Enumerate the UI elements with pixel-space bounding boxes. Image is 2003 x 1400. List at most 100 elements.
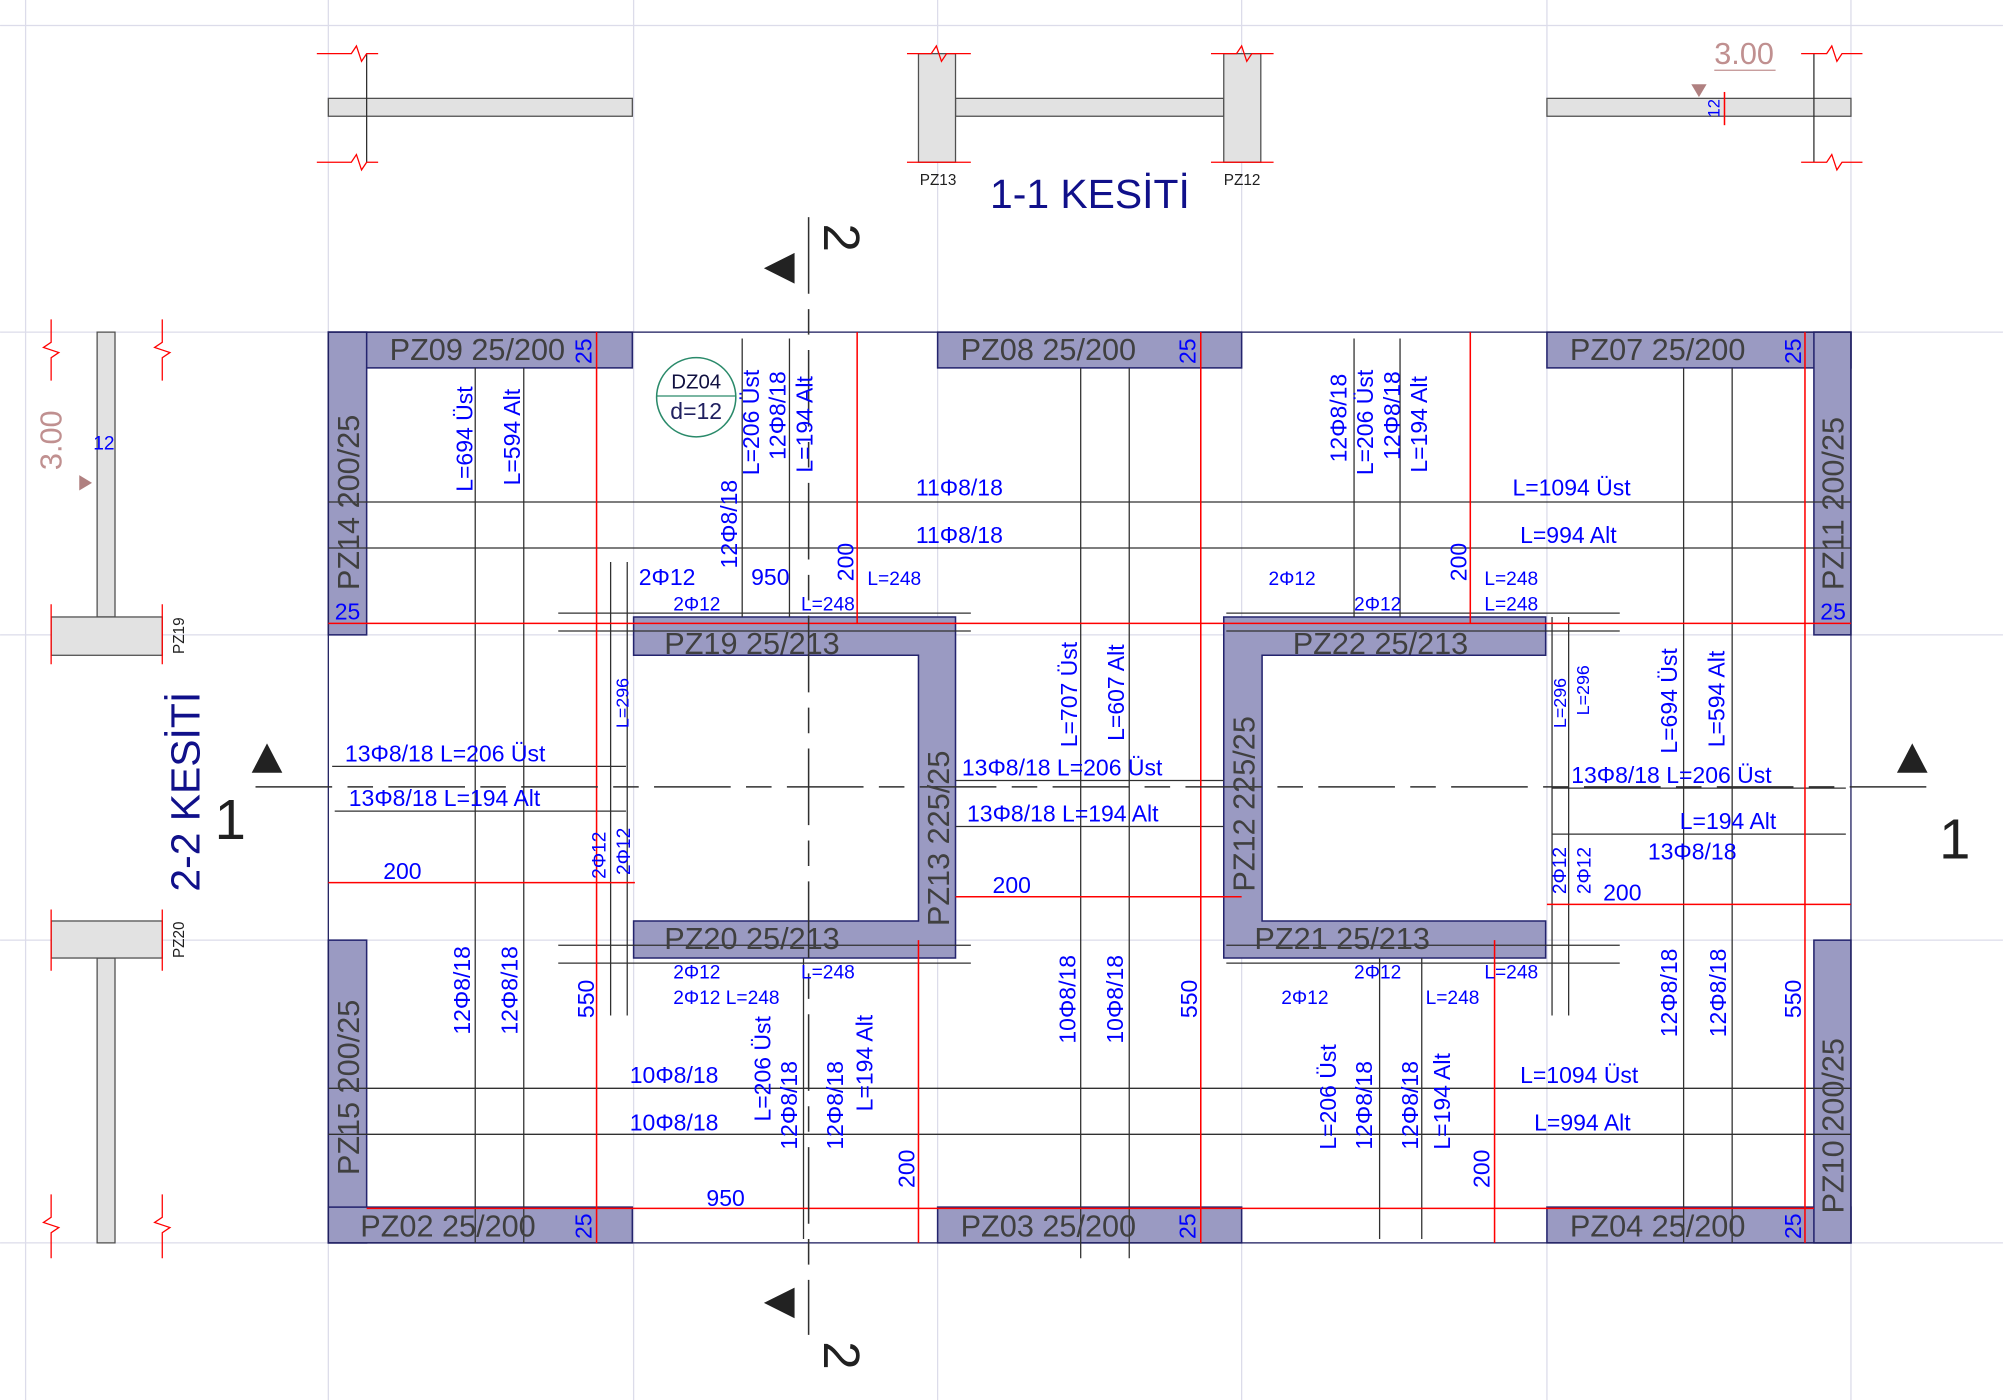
section-arrow-icon — [1896, 743, 1928, 773]
rebar-label: L=1094 Üst — [1520, 1062, 1639, 1088]
rebar-label: 200 — [1445, 543, 1471, 581]
rebar-label: 12Φ8/18 — [716, 480, 742, 569]
rebar-label: L=994 Alt — [1534, 1109, 1631, 1135]
rebar-label: L=248 — [801, 962, 855, 983]
rebar-label: 950 — [751, 564, 789, 590]
rebar-label: 550 — [1176, 980, 1202, 1018]
wall-label: PZ09 25/200 — [390, 333, 565, 367]
thickness-label: 25 — [570, 338, 596, 364]
wall-label: PZ15 200/25 — [332, 1000, 366, 1175]
rebar-label: L=248 — [867, 569, 921, 590]
rebar-label: 550 — [1780, 980, 1806, 1018]
rebar-label: 12Φ8/18 — [449, 946, 475, 1035]
wall-tag: PZ13 — [920, 172, 957, 189]
section-arrow-icon — [251, 743, 283, 773]
wall-label: PZ14 200/25 — [332, 415, 366, 590]
rebar-label: L=248 — [1426, 988, 1480, 1009]
wall-pz15[interactable] — [327, 939, 368, 1244]
wall-pz02[interactable] — [327, 1206, 634, 1244]
rebar-label: L=694 Üst — [1656, 648, 1682, 754]
rebar-label: 2Φ12 L=248 — [673, 988, 779, 1009]
wall-label: PZ11 200/25 — [1816, 417, 1850, 590]
wall-pz11[interactable] — [1813, 331, 1852, 636]
rebar-label: 12Φ8/18 — [1397, 1061, 1423, 1150]
rebar-label: 10Φ8/18 — [630, 1109, 719, 1135]
wall-core-right[interactable] — [1222, 616, 1547, 959]
rebar-label: 2Φ12 — [1574, 847, 1595, 894]
level-marker-icon — [79, 475, 93, 491]
slab-tag[interactable]: DZ04 d=12 — [655, 356, 737, 438]
rebar-label: 12Φ8/18 — [1656, 949, 1682, 1038]
rebar-label: 200 — [1603, 880, 1641, 906]
rebar-label: 200 — [1468, 1150, 1494, 1188]
section-1-1-drawing — [316, 44, 1863, 172]
rebar-label: L=594 Alt — [1703, 650, 1729, 747]
wall-label: PZ04 25/200 — [1570, 1209, 1745, 1243]
rebar-label: L=694 Üst — [452, 386, 478, 492]
rebar-label: L=296 — [613, 678, 633, 728]
rebar-label: L=206 Üst — [749, 1016, 775, 1122]
wall-label: PZ22 25/213 — [1293, 627, 1468, 661]
rebar-label: 13Φ8/18 L=206 Üst — [345, 740, 546, 766]
wall-pz03[interactable] — [936, 1206, 1243, 1244]
thickness-label: 12 — [93, 434, 114, 455]
rebar-label: L=206 Üst — [1352, 369, 1378, 475]
rebar-label: 10Φ8/18 — [630, 1062, 719, 1088]
rebar-label: 2Φ12 — [673, 595, 720, 616]
thickness-label: 25 — [1175, 338, 1201, 364]
rebar-label: 200 — [832, 543, 858, 581]
rebar-label: L=248 — [801, 595, 855, 616]
section-arrow-icon — [763, 252, 795, 284]
wall-core-left[interactable] — [632, 616, 957, 959]
section-title: 2-2 KESİTİ — [162, 692, 208, 892]
rebar-label: L=248 — [1484, 569, 1538, 590]
rebar-label: 12Φ8/18 — [1351, 1061, 1377, 1150]
rebar-label: 2Φ12 — [590, 832, 611, 879]
section-mark: 2 — [813, 1341, 870, 1369]
wall-pz07[interactable] — [1546, 331, 1852, 369]
rebar-label: 13Φ8/18 L=206 Üst — [962, 754, 1163, 780]
rebar-label: L=607 Alt — [1103, 644, 1129, 741]
rebar-label: 13Φ8/18 — [1648, 839, 1737, 865]
rebar-label: 12Φ8/18 — [765, 371, 791, 460]
wall-label: PZ10 200/25 — [1816, 1038, 1850, 1213]
rebar-label: L=1094 Üst — [1512, 475, 1631, 501]
rebar-label: 200 — [894, 1150, 920, 1188]
thickness-label: 12 — [1704, 99, 1723, 117]
rebar-label: L=194 Alt — [791, 376, 817, 473]
rebar-label: 12Φ8/18 — [776, 1061, 802, 1150]
wall-label: PZ13 225/25 — [922, 751, 956, 926]
rebar-label: 950 — [706, 1185, 744, 1211]
level-label: 3.00 — [34, 410, 68, 470]
wall-label: PZ21 25/213 — [1254, 922, 1429, 956]
rebar-label: 2Φ12 — [1268, 569, 1315, 590]
rebar-label: 200 — [383, 858, 421, 884]
level-marker-icon — [1691, 84, 1707, 98]
rebar-label: 12Φ8/18 — [1325, 374, 1351, 463]
rebar-label: 10Φ8/18 — [1055, 955, 1081, 1044]
rebar-label: 200 — [993, 872, 1031, 898]
rebar-label: 12Φ8/18 — [1705, 949, 1731, 1038]
slab-name: DZ04 — [671, 371, 721, 393]
rebar-label: L=206 Üst — [1315, 1044, 1341, 1150]
rebar-label: 2Φ12 — [1354, 962, 1401, 983]
wall-tag: PZ19 — [171, 617, 188, 654]
thickness-label: 25 — [1780, 1213, 1806, 1239]
thickness-label: 25 — [335, 599, 361, 625]
rebar-label: L=994 Alt — [1520, 522, 1617, 548]
rebar-label: 2Φ12 — [639, 564, 696, 590]
thickness-label: 25 — [1175, 1213, 1201, 1239]
thickness-label: 25 — [1780, 338, 1806, 364]
rebar-label: 13Φ8/18 L=206 Üst — [1571, 762, 1772, 788]
rebar-label: 11Φ8/18 — [916, 475, 1003, 501]
rebar-label: L=194 Alt — [1680, 808, 1777, 834]
wall-pz04[interactable] — [1546, 1206, 1852, 1244]
thickness-label: 25 — [570, 1213, 596, 1239]
rebar-label: L=194 Alt — [1406, 376, 1432, 473]
wall-label: PZ12 225/25 — [1227, 716, 1261, 891]
section-title: 1-1 KESİTİ — [990, 171, 1190, 217]
wall-pz10[interactable] — [1813, 939, 1852, 1244]
section-arrow-icon — [763, 1287, 795, 1319]
rebar-label: 12Φ8/18 — [1379, 371, 1405, 460]
